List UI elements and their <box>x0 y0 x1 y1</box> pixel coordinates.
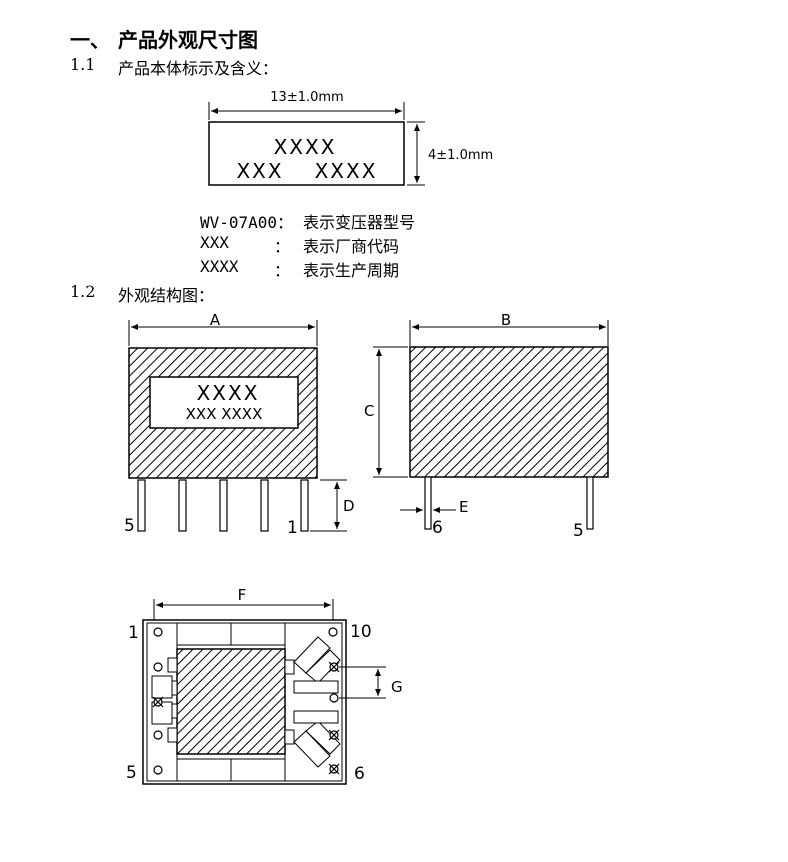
side-pin-5-label: 5 <box>573 521 584 541</box>
bottom-pin-1-label: 1 <box>128 623 139 643</box>
marking-width-dimension: 13±1.0mm <box>270 90 343 105</box>
side-view <box>373 320 609 530</box>
legend-meaning-model: 表示变压器型号 <box>303 213 416 232</box>
side-pin-6-label: 6 <box>432 518 443 538</box>
bottom-pin-5-label: 5 <box>126 763 137 783</box>
front-mark-line-1: XXXX <box>197 381 260 405</box>
section-heading-title: 产品外观尺寸图 <box>118 28 258 52</box>
subsection-1-1-number: 1.1 <box>70 55 96 74</box>
legend-sep-date: ： <box>274 261 291 280</box>
front-pin-5-label: 5 <box>124 516 135 536</box>
bottom-view <box>142 599 386 785</box>
dimension-e-label: E <box>459 498 468 516</box>
legend-meaning-date: 表示生产周期 <box>303 261 400 280</box>
marking-height-dimension: 4±1.0mm <box>428 148 493 163</box>
legend-code-date: XXXX <box>200 257 239 276</box>
marking-diagram <box>208 102 425 186</box>
marking-line-2-left: XXX <box>236 159 283 183</box>
legend-meaning-vendor: 表示厂商代码 <box>303 237 400 256</box>
front-pin-1-label: 1 <box>287 518 298 538</box>
marking-line-2-right: XXXX <box>315 159 378 183</box>
bottom-pin-10-label: 10 <box>350 622 372 642</box>
dimension-c-label: C <box>364 402 374 420</box>
marking-line-1: XXXX <box>274 135 337 159</box>
legend-code-vendor: XXX <box>200 233 229 252</box>
subsection-1-1-title: 产品本体标示及含义： <box>118 59 279 78</box>
dimension-d-label: D <box>343 497 355 515</box>
legend-sep-vendor: ： <box>274 237 291 256</box>
front-view <box>128 320 347 532</box>
dimension-g-label: G <box>391 678 403 696</box>
legend-code-model: WV-07A00： <box>200 213 294 232</box>
section-heading-number: 一、 <box>70 28 110 52</box>
bottom-pin-6-label: 6 <box>354 764 365 784</box>
dimension-f-label: F <box>238 586 247 604</box>
subsection-1-2-title: 外观结构图： <box>118 286 215 305</box>
subsection-1-2-number: 1.2 <box>70 282 96 301</box>
dimension-b-label: B <box>501 311 511 329</box>
dimension-a-label: A <box>210 311 221 329</box>
front-mark-line-2: XXX XXXX <box>186 405 263 423</box>
